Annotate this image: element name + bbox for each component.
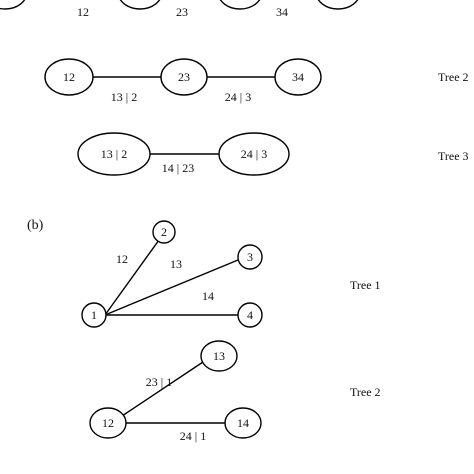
b-tree1-edge-13 — [104, 259, 239, 316]
b-tree1-node-4 — [237, 302, 263, 328]
top-node-right — [219, 0, 261, 10]
tree2-title: Tree 2 — [438, 70, 469, 84]
panel-a-top-row: 12 23 34 — [0, 0, 359, 19]
b-tree2-node-14-label: 14 — [237, 416, 249, 430]
top-node-middle — [119, 0, 161, 10]
b-tree1-node-3-label: 3 — [247, 250, 253, 264]
tree2-node-34-label: 34 — [292, 70, 304, 84]
b-tree2-node-12 — [89, 407, 127, 439]
b-tree1-node-2 — [152, 220, 176, 244]
tree2-node-23-label: 23 — [178, 70, 190, 84]
tree3-node-right — [218, 132, 290, 176]
tree3-title: Tree 3 — [438, 149, 469, 163]
tree3-node-left-label: 13 | 2 — [101, 147, 127, 161]
b-tree1-edge-label-13: 13 — [170, 257, 182, 271]
b-tree2-node-13 — [200, 340, 238, 372]
tree2-node-34 — [274, 58, 322, 96]
top-node-left — [0, 0, 26, 10]
tree2-edge-label-2: 24 | 3 — [225, 90, 251, 104]
panel-b-tree-2: 12 13 14 23 | 1 24 | 1 Tree 2 — [89, 340, 381, 443]
b-tree2-node-13-label: 13 — [213, 349, 225, 363]
top-edge-label-1: 12 — [77, 5, 89, 19]
tree2-edge-label-1: 13 | 2 — [111, 90, 137, 104]
b-tree2-node-14 — [224, 407, 262, 439]
b-tree1-node-4-label: 4 — [247, 308, 253, 322]
b-tree2-edge-label-1: 23 | 1 — [146, 375, 172, 389]
panel-a-tree-2: 12 23 34 13 | 2 24 | 3 Tree 2 — [44, 58, 469, 104]
b-tree1-node-1-label: 1 — [91, 308, 97, 322]
b-tree1-node-1 — [81, 302, 107, 328]
b-tree2-node-12-label: 12 — [102, 416, 114, 430]
top-edge-label-3: 34 — [276, 5, 288, 19]
b-tree1-title: Tree 1 — [350, 278, 381, 292]
top-edge-label-2: 23 — [176, 5, 188, 19]
b-tree1-node-3 — [237, 244, 263, 270]
b-tree1-edge-label-12: 12 — [116, 252, 128, 266]
b-tree1-node-2-label: 2 — [161, 225, 167, 239]
b-tree1-edge-12 — [104, 239, 160, 316]
tree2-node-12 — [44, 58, 94, 96]
tree3-node-right-label: 24 | 3 — [241, 147, 267, 161]
panel-b-tree-1: 1 2 3 4 12 13 14 Tree 1 — [81, 220, 381, 328]
panel-b-label: (b) — [27, 218, 44, 233]
b-tree1-edge-label-14: 14 — [202, 289, 214, 303]
tree2-node-23 — [160, 58, 208, 96]
b-tree2-edge-1 — [121, 361, 204, 417]
b-tree2-edge-label-2: 24 | 1 — [180, 429, 206, 443]
tree3-node-left — [77, 132, 151, 176]
tree3-edge-label-1: 14 | 23 — [162, 161, 194, 175]
top-node-far-right — [317, 0, 359, 10]
b-tree2-title: Tree 2 — [350, 385, 381, 399]
panel-a-tree-3: 13 | 2 24 | 3 14 | 23 Tree 3 — [77, 132, 469, 176]
tree2-node-12-label: 12 — [63, 70, 75, 84]
